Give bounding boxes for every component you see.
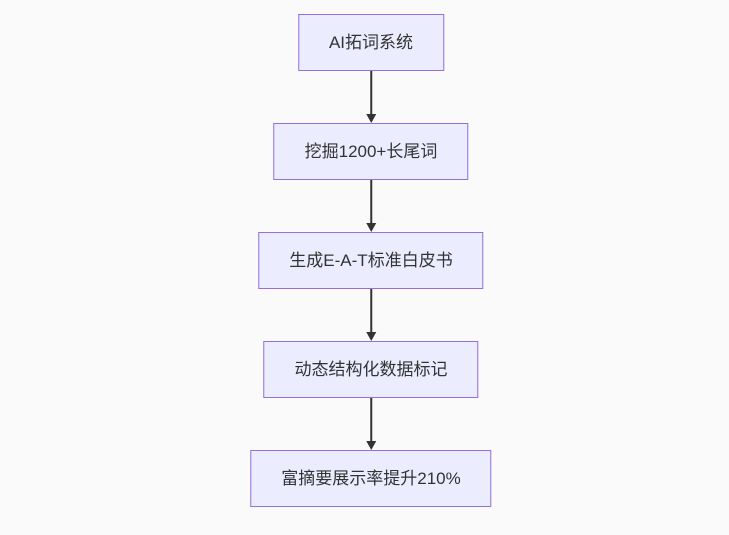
flow-node-label: 生成E-A-T标准白皮书	[289, 251, 453, 270]
flow-node-label: AI拓词系统	[328, 33, 414, 52]
flow-node-label: 挖掘1200+长尾词	[304, 142, 438, 161]
arrowhead-down-icon	[365, 441, 376, 450]
arrowhead-down-icon	[365, 332, 376, 341]
flow-node-structured-data: 动态结构化数据标记	[263, 341, 479, 398]
flow-edge-4	[365, 398, 376, 450]
edge-line	[370, 71, 372, 114]
flow-node-label: 富摘要展示率提升210%	[281, 469, 461, 488]
flow-edge-3	[365, 289, 376, 341]
edge-line	[370, 180, 372, 223]
flow-node-ai-system: AI拓词系统	[297, 14, 445, 71]
flow-node-eat-whitepaper: 生成E-A-T标准白皮书	[258, 232, 484, 289]
flow-node-rich-snippet-result: 富摘要展示率提升210%	[250, 450, 492, 507]
edge-line	[370, 289, 372, 332]
flow-edge-1	[365, 71, 376, 123]
flow-node-longtail-mining: 挖掘1200+长尾词	[273, 123, 469, 180]
flow-edge-2	[365, 180, 376, 232]
edge-line	[370, 398, 372, 441]
flow-node-label: 动态结构化数据标记	[294, 360, 448, 379]
arrowhead-down-icon	[365, 223, 376, 232]
flowchart: AI拓词系统 挖掘1200+长尾词 生成E-A-T标准白皮书 动态结构化数据标记	[250, 14, 492, 507]
arrowhead-down-icon	[365, 114, 376, 123]
